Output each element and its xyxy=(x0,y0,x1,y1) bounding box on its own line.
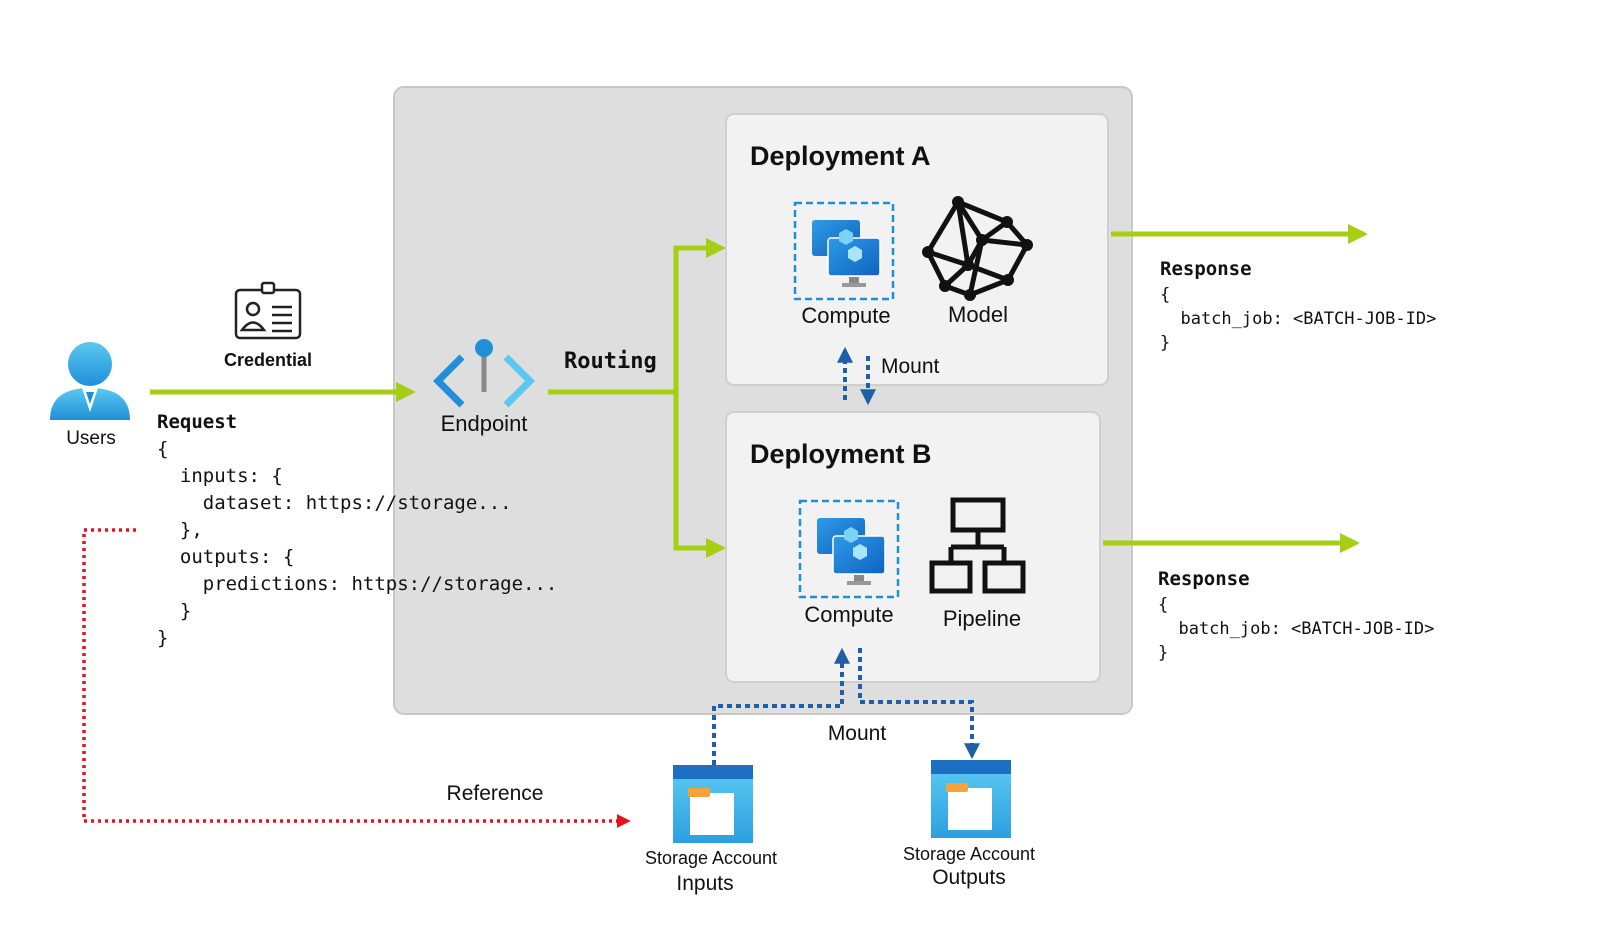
response-body: { batch_job: <BATCH-JOB-ID> } xyxy=(1158,595,1434,663)
response-line: batch_job: <BATCH-JOB-ID> xyxy=(1158,619,1434,639)
mount-arrows-between xyxy=(837,346,876,406)
response-line: { xyxy=(1158,595,1168,615)
response-title: Response xyxy=(1160,258,1252,280)
deployment-b-title: Deployment B xyxy=(750,439,932,469)
credential-icon xyxy=(234,281,302,340)
storage-inputs-label: Storage Account xyxy=(645,848,777,868)
compute-label: Compute xyxy=(804,602,893,627)
storage-outputs-icon xyxy=(931,760,1011,838)
credential-label: Credential xyxy=(224,350,312,370)
request-title: Request xyxy=(157,411,237,433)
reference-label: Reference xyxy=(447,782,544,805)
mount-label: Mount xyxy=(828,722,887,745)
reference-arrow xyxy=(82,528,631,828)
mount-label: Mount xyxy=(881,355,940,378)
response-line: } xyxy=(1160,333,1170,353)
compute-label: Compute xyxy=(801,303,890,328)
deployment-a-card: Deployment A Compute xyxy=(725,113,1109,386)
request-line: dataset: https://storage... xyxy=(157,492,512,514)
model-icon-nodes xyxy=(922,196,1033,301)
request-body: { inputs: { dataset: https://storage... … xyxy=(157,438,557,649)
model-label: Model xyxy=(948,302,1008,327)
pipeline-icon xyxy=(929,497,1026,594)
storage-outputs-sublabel: Outputs xyxy=(932,866,1006,889)
storage-outputs-label: Storage Account xyxy=(903,844,1035,864)
mount-arrows-storage xyxy=(712,647,980,765)
deployment-b-card: Deployment B Compute Pipeline xyxy=(725,411,1101,683)
request-line: inputs: { xyxy=(157,465,283,487)
request-line: predictions: https://storage... xyxy=(157,573,557,595)
response-title: Response xyxy=(1158,568,1250,590)
users-icon xyxy=(50,342,130,420)
storage-inputs-sublabel: Inputs xyxy=(676,872,733,895)
response-line: batch_job: <BATCH-JOB-ID> xyxy=(1160,309,1436,329)
endpoint-icon xyxy=(433,339,535,408)
response-body: { batch_job: <BATCH-JOB-ID> } xyxy=(1160,285,1436,353)
endpoint-label: Endpoint xyxy=(441,411,528,436)
users-label: Users xyxy=(66,428,116,449)
routing-label: Routing xyxy=(564,349,657,374)
pipeline-label: Pipeline xyxy=(943,606,1021,631)
model-icon xyxy=(925,198,1031,298)
request-line: { xyxy=(157,438,168,460)
routing-arrows xyxy=(548,238,726,558)
request-line: } xyxy=(157,600,191,622)
request-line: }, xyxy=(157,519,203,541)
request-line: } xyxy=(157,627,168,649)
storage-inputs-icon xyxy=(673,765,753,843)
compute-icon xyxy=(798,499,900,599)
deployment-a-title: Deployment A xyxy=(750,141,931,171)
response-line: { xyxy=(1160,285,1170,305)
response-line: } xyxy=(1158,643,1168,663)
compute-icon xyxy=(793,201,895,301)
request-line: outputs: { xyxy=(157,546,294,568)
